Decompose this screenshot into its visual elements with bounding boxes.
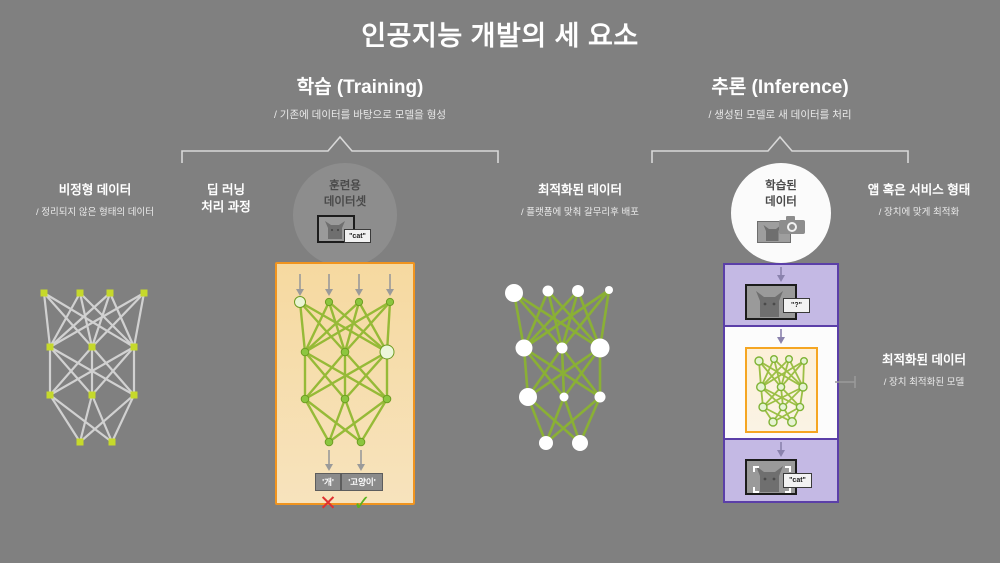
app-service-title: 앱 혹은 서비스 형태 xyxy=(867,183,971,197)
optimized-data-subtitle: / 플랫폼에 맞춰 갈무리후 배포 xyxy=(520,206,640,218)
output-arrows xyxy=(325,450,365,471)
inference-cell-model xyxy=(725,327,856,440)
training-dataset-line2: 데이터셋 xyxy=(323,195,367,208)
circle-training-dataset: 훈련용 데이터셋 "cat" xyxy=(293,163,397,267)
neural-network-icon xyxy=(754,354,809,427)
cat-photo-icon: "?" xyxy=(745,284,815,320)
camera-photo-icon xyxy=(757,215,805,244)
unstructured-data-subtitle: / 정리되지 않은 형태의 데이터 xyxy=(35,206,155,218)
section-title-training: 학습 (Training) xyxy=(296,77,424,98)
arrow-down-icon-3 xyxy=(777,442,785,457)
section-subtitle-training: / 기존에 데이터를 바탕으로 모델을 형성 xyxy=(273,109,447,121)
trained-data-line1: 학습된 xyxy=(765,180,797,192)
class-result-cat: '고양이' ✓ xyxy=(331,472,393,514)
cat-photo-detected-icon: "cat" xyxy=(745,459,815,495)
page-title: 인공지능 개발의 세 요소 xyxy=(361,21,639,51)
network-optimized-data xyxy=(505,284,613,451)
inference-cell-output: "cat" xyxy=(725,440,837,501)
network-unstructured-data xyxy=(40,289,148,446)
training-dataset-tag: "cat" xyxy=(344,229,371,244)
block-device-optimized: 최적화된 데이터 / 장치 최적화된 모델 xyxy=(852,352,996,389)
mark-incorrect: ✕ xyxy=(319,492,337,515)
class-label-cat: '고양이' xyxy=(341,473,383,491)
device-optimized-title: 최적화된 데이터 xyxy=(882,353,966,367)
callout-tick xyxy=(835,376,856,388)
circle-trained-data: 학습된 데이터 xyxy=(731,163,831,263)
unstructured-data-title: 비정형 데이터 xyxy=(58,183,132,197)
input-tag-unknown: "?" xyxy=(783,298,810,313)
block-deep-learning: 딥 러닝 처리 과정 xyxy=(178,182,274,216)
device-optimized-subtitle: / 장치 최적화된 모델 xyxy=(883,376,965,388)
app-service-subtitle: / 장치에 맞게 최적화 xyxy=(878,206,960,218)
class-result-dog: '개' ✕ xyxy=(297,472,359,514)
optimized-data-title: 최적화된 데이터 xyxy=(538,183,622,197)
section-subtitle-inference: / 생성된 모델로 새 데이터를 처리 xyxy=(708,109,852,121)
block-optimized-data: 최적화된 데이터 / 플랫폼에 맞춰 갈무리후 배포 xyxy=(470,182,690,219)
optimized-model-box xyxy=(745,347,818,433)
training-dataset-line1: 훈련용 xyxy=(329,180,361,192)
class-label-dog: '개' xyxy=(315,473,341,491)
arrow-down-icon xyxy=(777,267,785,282)
network-training xyxy=(294,296,395,447)
cat-photo-with-label-icon: "cat" xyxy=(317,215,373,245)
section-header-inference: 추론 (Inference) / 생성된 모델로 새 데이터를 처리 xyxy=(620,72,940,122)
arrow-down-icon-2 xyxy=(777,329,785,344)
bracket-training xyxy=(181,135,499,163)
input-photo-thumb xyxy=(745,284,797,320)
output-tag-cat: "cat" xyxy=(783,473,812,488)
camera-body-icon xyxy=(779,216,805,235)
trained-data-line2: 데이터 xyxy=(765,195,797,208)
input-arrows xyxy=(296,274,394,296)
deep-learning-line1: 딥 러닝 xyxy=(207,183,245,197)
bracket-inference xyxy=(651,135,909,163)
mark-correct: ✓ xyxy=(353,492,371,515)
block-unstructured-data: 비정형 데이터 / 정리되지 않은 형태의 데이터 xyxy=(10,182,180,219)
section-header-training: 학습 (Training) / 기존에 데이터를 바탕으로 모델을 형성 xyxy=(200,72,520,122)
training-panel: '개' ✕ '고양이' ✓ xyxy=(275,262,415,514)
inference-cell-input: "?" xyxy=(725,265,837,327)
deep-learning-line2: 처리 과정 xyxy=(201,199,251,214)
output-photo-thumb xyxy=(745,459,797,495)
section-title-inference: 추론 (Inference) xyxy=(711,77,849,98)
inference-stack: "?" xyxy=(723,263,856,503)
block-app-service: 앱 혹은 서비스 형태 / 장치에 맞게 최적화 xyxy=(843,182,995,219)
